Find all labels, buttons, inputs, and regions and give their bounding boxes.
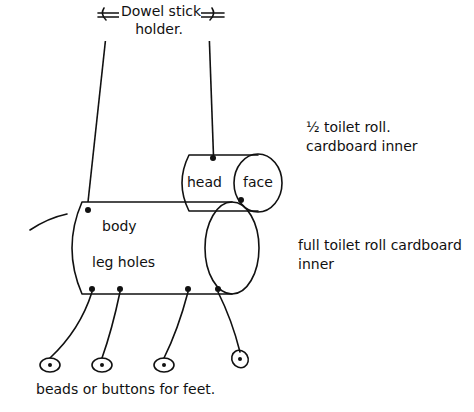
body-outline	[62, 198, 262, 298]
body-roll: body leg holes	[62, 198, 262, 298]
part-label: face	[233, 174, 283, 192]
leg-string	[218, 292, 240, 352]
part-label: Dowel stick holder.	[95, 3, 225, 38]
string-hole	[85, 207, 91, 213]
note-label: ½ toilet roll. cardboard inner	[306, 118, 456, 156]
tail	[30, 214, 67, 230]
part-label: head	[187, 174, 222, 192]
leg-string	[164, 292, 188, 358]
leg-hole	[89, 286, 95, 292]
leg-hole	[117, 286, 123, 292]
puppet-string	[209, 41, 213, 156]
bead-hole	[48, 363, 52, 367]
bead-hole	[238, 357, 242, 361]
bead-foot	[92, 358, 112, 372]
head-roll: head face	[175, 152, 285, 214]
leg-hole	[185, 286, 191, 292]
leg-string	[102, 292, 120, 358]
part-label: leg holes	[92, 254, 155, 272]
part-label: body	[102, 218, 137, 236]
leg-string	[50, 292, 92, 358]
bead-foot	[40, 358, 60, 372]
puppet-string	[88, 41, 105, 202]
note-label: beads or buttons for feet.	[36, 380, 296, 399]
bead-foot	[229, 347, 252, 371]
dowel-holder: Dowel stick holder.	[95, 0, 225, 41]
bead-foot	[154, 358, 174, 372]
bead-hole	[100, 363, 104, 367]
bead-hole	[162, 363, 166, 367]
note-label: full toilet roll cardboard inner	[298, 236, 463, 274]
